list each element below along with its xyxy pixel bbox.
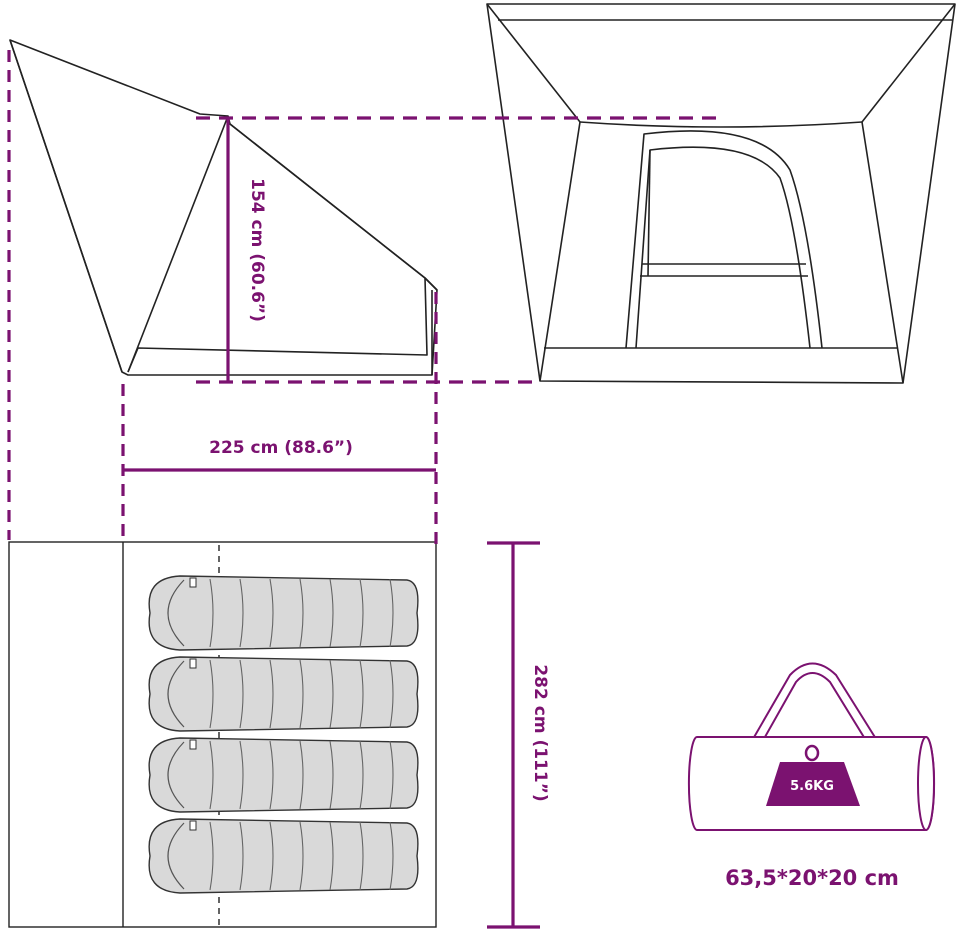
dimension-lines xyxy=(7,50,725,929)
quilt-seam xyxy=(239,821,244,891)
quilt-seam xyxy=(389,578,394,648)
length-dimension-label: 282 cm (111”) xyxy=(530,664,550,801)
sleeping-bag xyxy=(148,737,419,813)
quilt-seam xyxy=(299,578,304,648)
quilt-seam xyxy=(269,821,274,891)
quilt-seam xyxy=(269,578,274,648)
quilt-seam xyxy=(359,740,364,810)
weight-icon xyxy=(766,744,860,806)
quilt-seam xyxy=(299,659,304,729)
sleeping-bags xyxy=(148,575,419,894)
quilt-seam xyxy=(269,740,274,810)
quilt-seam xyxy=(239,740,244,810)
quilt-seam xyxy=(299,740,304,810)
quilt-seam xyxy=(329,740,334,810)
package-size-label: 63,5*20*20 cm xyxy=(725,866,899,890)
sleeping-bag xyxy=(148,656,419,732)
quilt-seam xyxy=(329,821,334,891)
quilt-seam xyxy=(209,821,214,891)
carry-bag: 5.6KG xyxy=(687,662,936,831)
quilt-seam xyxy=(389,740,394,810)
quilt-seam xyxy=(209,740,214,810)
quilt-seam xyxy=(359,821,364,891)
quilt-seam xyxy=(359,659,364,729)
quilt-seam xyxy=(329,659,334,729)
quilt-seam xyxy=(209,659,214,729)
quilt-seam xyxy=(299,821,304,891)
quilt-seam xyxy=(209,578,214,648)
quilt-seam xyxy=(239,659,244,729)
quilt-seam xyxy=(389,821,394,891)
quilt-seam xyxy=(329,578,334,648)
quilt-seam xyxy=(239,578,244,648)
tent-front-view xyxy=(486,3,956,384)
sleeping-bag xyxy=(148,575,419,651)
quilt-seam xyxy=(359,578,364,648)
quilt-seam xyxy=(389,659,394,729)
sleeping-bag xyxy=(148,818,419,894)
width-dimension-label: 225 cm (88.6”) xyxy=(209,438,353,458)
weight-label: 5.6KG xyxy=(790,779,834,794)
quilt-seam xyxy=(269,659,274,729)
tent-side-view xyxy=(9,39,438,376)
height-dimension-label: 154 cm (60.6”) xyxy=(247,178,267,322)
